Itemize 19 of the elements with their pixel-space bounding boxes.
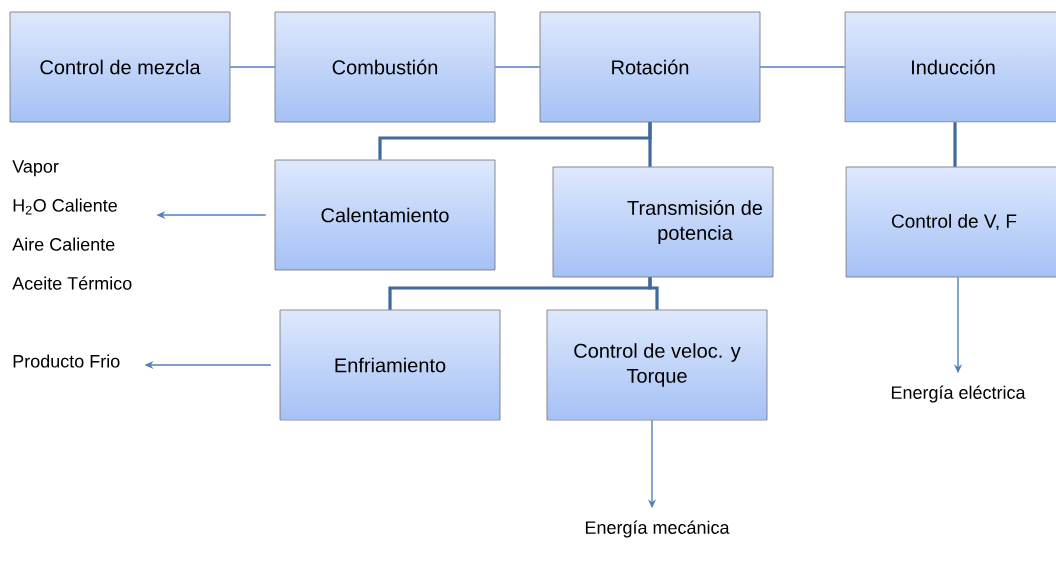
output-text: Vapor H$_{2}$O Caliente Aire Caliente Aceite Térmico	[12, 160, 132, 290]
output-text: Energía mecánica	[585, 520, 730, 538]
connector	[229, 66, 276, 68]
output-text: Energía eléctrica	[891, 385, 1026, 403]
process-box: Inducción	[844, 11, 1056, 123]
process-box: Combustión	[274, 11, 496, 123]
connector	[759, 66, 846, 68]
process-box: Calentamiento	[274, 159, 496, 271]
process-box: Control de mezcla	[9, 11, 231, 123]
connector	[648, 122, 652, 167]
process-box: Enfriamiento	[279, 309, 501, 421]
process-box: Rotación	[539, 11, 761, 123]
connector	[494, 66, 541, 68]
process-box: Control de veloc. y Torque	[546, 309, 768, 421]
process-box: Transmisión de potencia	[552, 166, 774, 278]
process-box: Control de V, F	[845, 166, 1056, 278]
output-text: Producto Frio	[13, 354, 120, 368]
connector	[953, 122, 957, 167]
connector	[648, 277, 659, 310]
